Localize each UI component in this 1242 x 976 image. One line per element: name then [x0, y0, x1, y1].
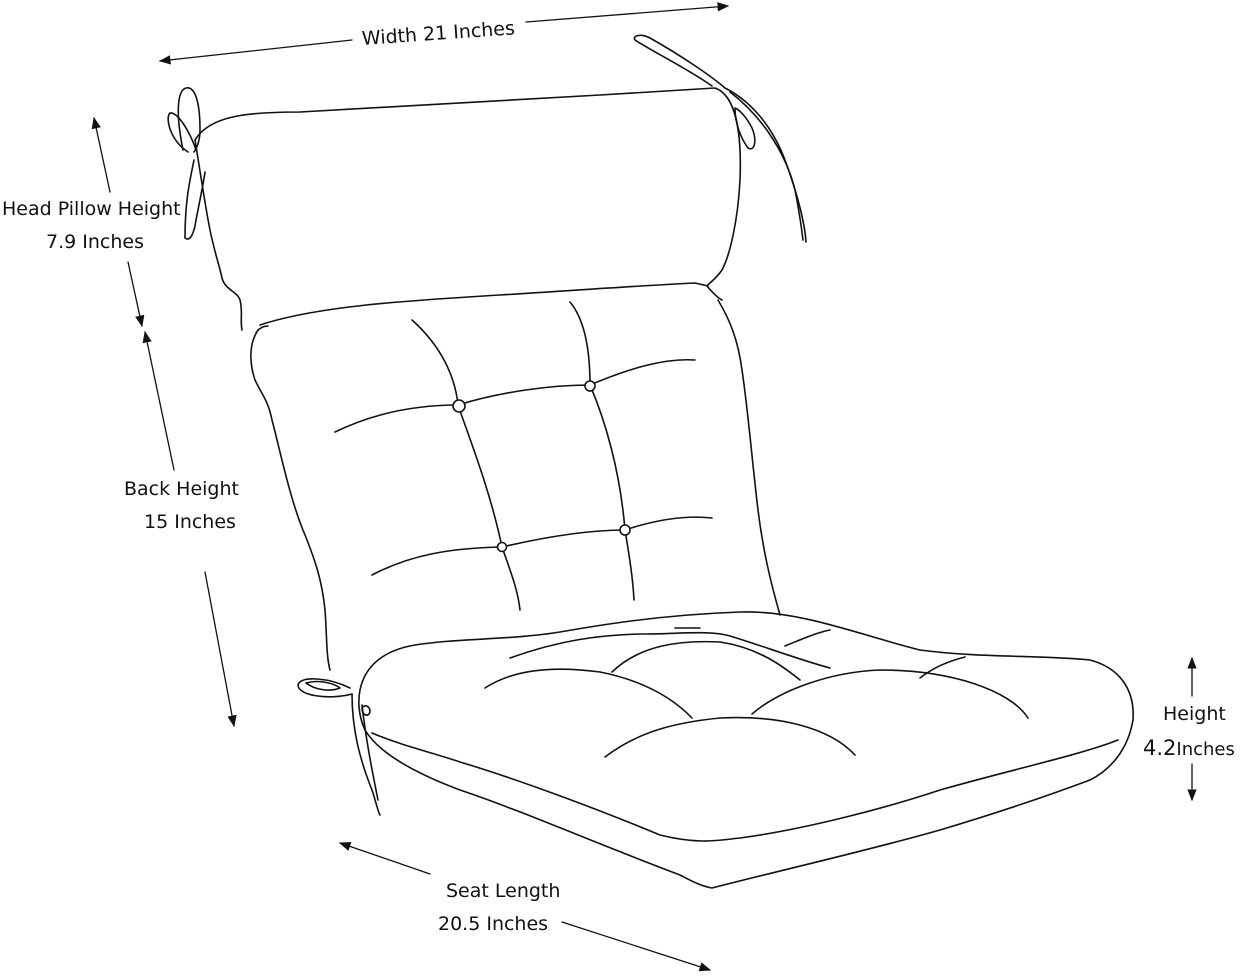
seat-length-label: Seat Length: [446, 880, 561, 902]
head-arrow-down: [127, 261, 145, 328]
back-tuft-buttons: [452, 380, 631, 553]
seat-arrow-left: [338, 842, 431, 875]
head-pillow-height-value: 7.9 Inches: [46, 231, 144, 253]
width-arrow-right: [525, 2, 730, 23]
height-value: 4.2Inches: [1143, 738, 1235, 759]
head-pillow-outline: [194, 87, 742, 331]
height-value-unit: Inches: [1176, 739, 1235, 760]
seat-length-value: 20.5 Inches: [438, 913, 549, 935]
height-value-number: 4.2: [1143, 736, 1177, 760]
seat-left-tie: [297, 678, 381, 816]
back-height-label: Back Height: [124, 478, 239, 500]
back-height-value: 15 Inches: [144, 511, 236, 533]
back-arrow-down: [204, 571, 237, 728]
seat-arrow-right: [561, 921, 712, 972]
seat-cushion-outline: [358, 611, 1134, 889]
back-cushion-outline: [250, 299, 781, 671]
width-arrow-left: [158, 39, 353, 65]
head-pillow-left-tie: [167, 87, 206, 240]
head-pillow-right-tie: [633, 34, 807, 243]
head-pillow-height-label: Head Pillow Height: [2, 198, 181, 220]
height-label: Height: [1163, 703, 1226, 725]
back-arrow-up: [142, 330, 175, 471]
seat-tufting-lines: [484, 627, 1029, 758]
dimension-arrows: [91, 2, 1197, 972]
back-tufting-lines: [334, 301, 713, 611]
head-arrow-up: [91, 116, 111, 193]
